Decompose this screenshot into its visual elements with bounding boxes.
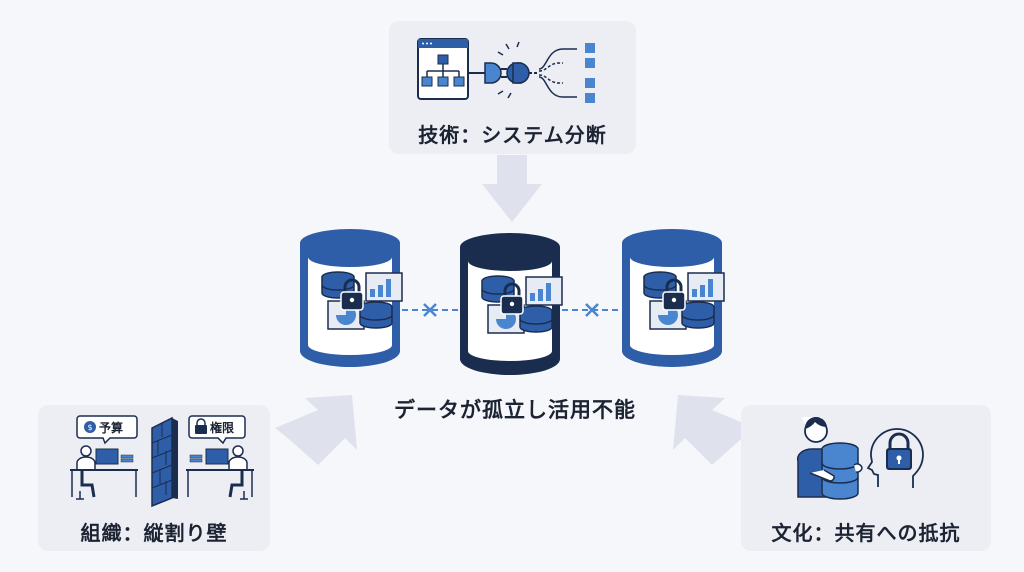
culture-cause-title: 文化：共有への抵抗 (771, 521, 961, 545)
svg-text:$: $ (87, 423, 92, 432)
arrow-up-left-from-culture (673, 395, 755, 465)
lock-icon (195, 418, 207, 434)
broken-data-flow-icon (529, 43, 595, 103)
center-problem-label: データが孤立し活用不能 (394, 398, 636, 422)
organization-cause-title: 組織：縦割り壁 (80, 521, 228, 545)
head-with-lock-icon (866, 428, 924, 488)
broken-link-left (402, 303, 458, 317)
center-silo (460, 233, 564, 375)
organization-cause-card: $ 予算 権限 (38, 405, 270, 551)
office-worker-icon (70, 445, 138, 500)
office-worker-icon (186, 445, 254, 500)
organization-illustration: $ 予算 権限 (70, 415, 254, 508)
budget-label: 予算 (99, 420, 123, 435)
arrow-down-from-technology (482, 155, 542, 222)
broken-link-right (562, 303, 622, 317)
unplugged-connector-icon (468, 41, 530, 99)
brick-wall-icon (151, 416, 178, 508)
technology-cause-title: 技術：システム分断 (418, 123, 607, 147)
person-hugging-database-icon (796, 417, 863, 500)
technology-illustration (417, 38, 595, 103)
authority-bubble: 権限 (188, 415, 246, 445)
coin-icon (84, 421, 96, 433)
right-silo (622, 229, 726, 367)
technology-cause-card: 技術：システム分断 (389, 21, 636, 154)
arrow-up-right-from-organization (275, 395, 357, 465)
authority-label: 権限 (210, 420, 234, 435)
data-silos (300, 229, 726, 375)
system-hierarchy-icon (417, 38, 469, 100)
culture-cause-card: 文化：共有への抵抗 (741, 405, 991, 551)
culture-illustration (796, 417, 924, 500)
budget-bubble: $ 予算 (76, 415, 138, 445)
left-silo (300, 229, 404, 367)
